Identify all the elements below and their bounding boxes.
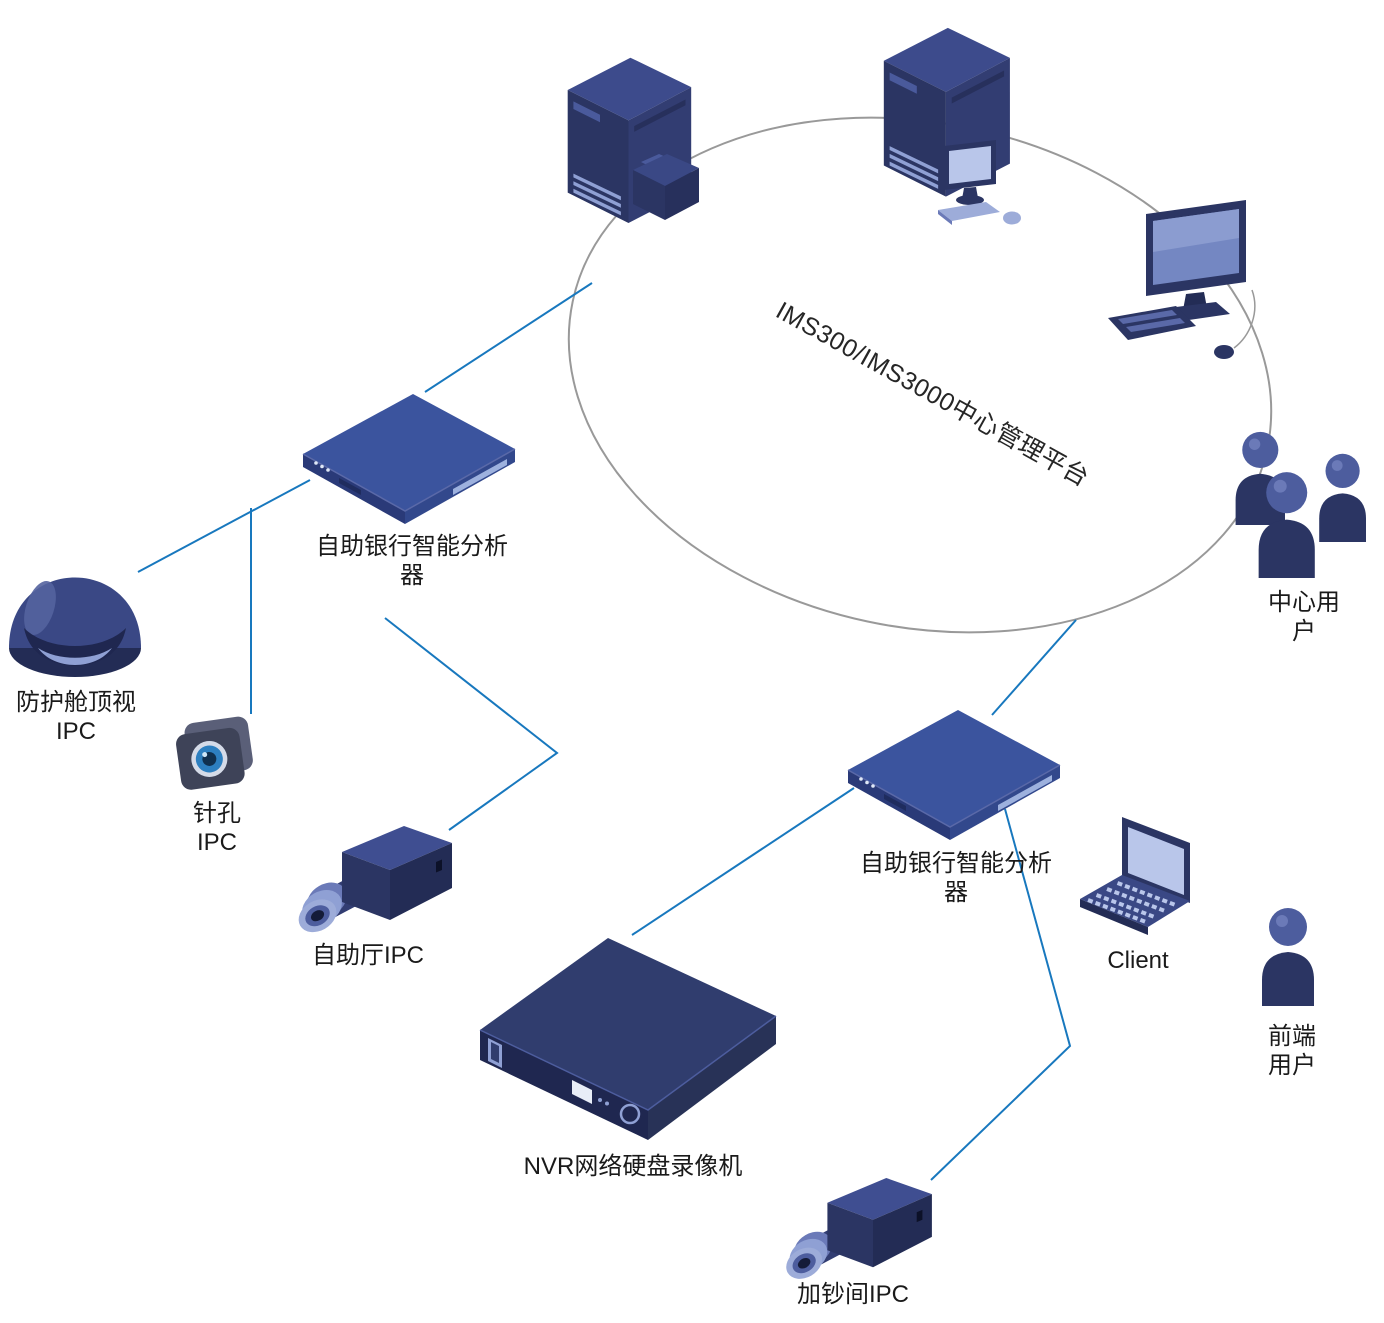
label-hall-ipc: 自助厅IPC [311, 942, 425, 969]
line-analyzer-left-hall-ipc [384, 617, 559, 831]
front-user-icon [1262, 908, 1314, 1006]
analyzer-right-icon [847, 709, 1061, 841]
label-cash-ipc: 加钞间IPC [796, 1281, 910, 1308]
connection-lines [137, 282, 1077, 1181]
label-nvr: NVR网络硬盘录像机 [523, 1153, 743, 1180]
pinhole-camera-icon [176, 716, 253, 790]
label-center-user: 中心用户 [1268, 589, 1340, 646]
label-pinhole-ipc: 针孔 IPC [193, 800, 241, 857]
line-platform-analyzer-left [424, 282, 593, 393]
folder-icon [633, 154, 699, 220]
laptop-icon [1080, 817, 1190, 935]
line-analyzer-right-cash-ipc [930, 808, 1072, 1181]
center-users-icon [1235, 431, 1366, 578]
nvr-icon [479, 938, 777, 1140]
label-analyzer-right: 自助银行智能分析 器 [860, 850, 1052, 907]
dome-camera-icon [9, 577, 141, 677]
label-analyzer-left: 自助银行智能分析 器 [316, 533, 508, 590]
workstation-monitor-icon [1108, 200, 1256, 359]
desktop-set-icon [938, 140, 1021, 225]
label-client: Client [1107, 947, 1169, 974]
label-dome-ipc: 防护舱顶视 IPC [16, 689, 136, 746]
line-analyzer-right-nvr [631, 787, 855, 936]
line-platform-analyzer-right [991, 619, 1077, 716]
label-front-user: 前端 用户 [1268, 1023, 1316, 1080]
box-camera-hall-icon [287, 826, 452, 939]
box-camera-cash-icon [775, 1178, 932, 1286]
line-analyzer-left-dome [137, 479, 311, 573]
analyzer-left-icon [302, 393, 516, 525]
